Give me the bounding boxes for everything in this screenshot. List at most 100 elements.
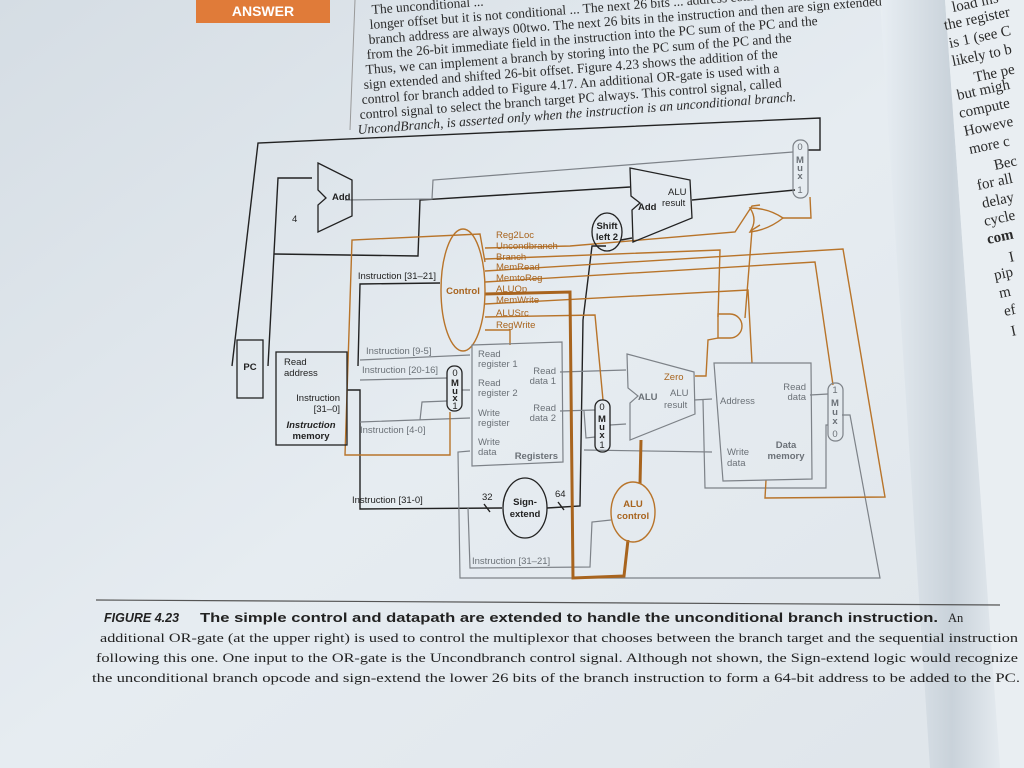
dmem-data-label: data [788,392,807,403]
wire-uncondbranch [484,204,761,249]
instr-31-21-bottom-label: Instruction [31–21] [472,556,550,567]
wire-instr-aluctl [467,507,612,569]
constant-four: 4 [292,214,297,225]
mux-u: u [599,422,605,433]
signal-uncondbranch: Uncondbranch [496,241,558,252]
wire-pc-branch-add [273,186,631,257]
right-line: delay [981,189,1017,212]
wire-branch [484,249,721,318]
dmem-read-label: Read [783,382,806,393]
bits-32-label: 32 [482,492,493,503]
alu-label: ALU [638,392,658,403]
wire-top-mux-out [231,117,821,367]
right-page [945,0,1024,768]
mux-m: M [831,398,839,409]
alu-control-label-2: control [617,511,649,522]
instr-9-5-label: Instruction [9-5] [366,346,431,357]
wire-pc4 [344,151,794,201]
signal-alusrc: ALUSrc [496,308,529,319]
register-file [471,341,564,467]
wire-shift-add [620,237,633,241]
right-page-text: load ins the register is 1 (see C likely… [943,0,1019,340]
mux-1-label: 1 [452,401,457,412]
pc-adder [317,161,353,234]
alu-control-label: ALU [623,499,643,510]
wire-instr-4-0 [359,400,471,423]
dmem-title: Data [776,440,797,451]
right-line: pip [993,264,1015,284]
alu-result-label-2: result [664,400,688,411]
wire-instr-20-16 [359,377,448,381]
main-alu [626,353,696,441]
pc-label: PC [243,362,256,373]
caption-rule [95,599,1001,606]
mux-0-label: 0 [797,142,802,153]
control-unit [440,228,486,352]
signal-memread: MemRead [496,262,540,273]
signal-aluop: ALUOp [496,284,527,295]
imem-instruction-label: Instruction [296,393,340,404]
imem-bits-label: [31–0] [314,404,340,415]
rr1-label-2: register 1 [478,359,518,370]
rd2-label: Read [533,403,556,414]
memtoreg-mux [827,382,844,442]
wr-label: Write [478,408,500,419]
rr2-label-2: register 2 [478,388,518,399]
pc-source-mux [792,139,809,199]
bus-width-ticks [483,501,565,513]
caption-line: the unconditional branch opcode and sign… [92,671,1020,685]
right-line: m [998,284,1013,302]
imem-address-label: address [284,368,318,379]
mux-u: u [452,386,458,397]
dmem-address-label: Address [720,396,755,407]
mux-u: u [797,163,803,174]
right-line: ef [1003,302,1018,320]
mux-1-label: 1 [797,185,802,196]
rd1-label: Read [533,366,556,377]
signal-memwrite: MemWrite [496,295,539,306]
branch-adder-label: Add [638,202,657,213]
wire-mux-alu [609,423,627,426]
instr-31-0-label: Instruction [31-0] [352,495,423,506]
wr-label-2: register [478,418,510,429]
alu-result-label: ALU [670,388,689,399]
wire-read-data [809,393,829,396]
mux-m: M [796,155,804,166]
answer-tab-label: ANSWER [232,3,294,19]
dmem-write-data-label: data [727,458,746,469]
wire-instr-control [357,282,441,367]
wire-instr-9-5 [359,354,471,361]
mux-m: M [451,378,459,389]
right-line: I [1008,249,1016,266]
sign-extend-label: Sign- [513,497,537,508]
or-gate [748,207,785,233]
mux-m: M [598,414,606,425]
rd1-label-2: data 1 [530,376,556,387]
wd-label-2: data [478,447,497,458]
wire-memread [484,248,886,499]
wire-instruction [347,389,503,510]
branch-adder-result-label: result [662,198,686,209]
mux-x: x [832,416,838,427]
dmem-write-label: Write [727,447,749,458]
page-gutter [880,0,1000,768]
wire-branch-target [691,189,796,201]
mux-x: x [452,393,458,404]
mux-0-label: 0 [832,429,837,440]
rr1-label: Read [478,349,501,360]
wire-aluop [484,290,630,580]
mux-x: x [797,171,803,182]
mux-1-label: 1 [832,385,837,396]
mux-1-label: 1 [599,440,604,451]
mux-x: x [599,430,605,441]
wire-aluctl-alu [638,439,643,485]
imem-read-label: Read [284,357,307,368]
registers-title: Registers [515,451,558,462]
instruction-memory [275,351,348,446]
wire-pc-add [267,177,312,367]
shift-left-2 [591,212,623,252]
alu-control [610,481,656,543]
caption-title: The simple control and datapath are exte… [200,611,938,625]
wire-or-mux [783,196,812,219]
